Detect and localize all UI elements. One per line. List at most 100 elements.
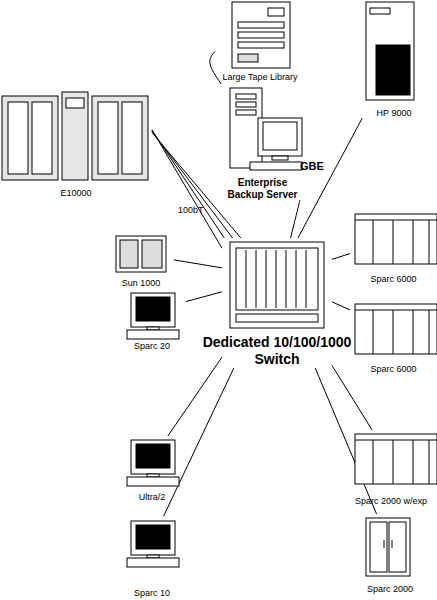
- network-link: [152, 133, 241, 238]
- display-panel: [370, 8, 390, 14]
- rack-divider: [413, 220, 414, 264]
- server-node: HP 9000: [358, 0, 430, 118]
- network-link: [332, 365, 372, 430]
- card-slot: [286, 250, 287, 308]
- drive-bay: [236, 94, 256, 99]
- door-handle: [392, 540, 393, 548]
- monitor-screen: [263, 122, 297, 150]
- monitor-body: [258, 118, 302, 156]
- server-node: Sun 1000: [108, 232, 174, 288]
- pizza-box: [127, 558, 179, 567]
- server-body: [116, 236, 166, 272]
- device-label: Sparc 6000: [370, 274, 416, 284]
- server-node: Sparc 2000 w/exp: [345, 430, 437, 506]
- drive-bay: [236, 110, 256, 115]
- rack-divider: [373, 220, 374, 264]
- rack-trim: [355, 440, 437, 441]
- backup-server-icon: [230, 88, 302, 170]
- keyboard: [250, 162, 302, 170]
- rack-divider: [373, 440, 374, 484]
- link-speed-label: GBE: [300, 160, 324, 172]
- workstation-icon: [127, 440, 179, 486]
- drive-door: [238, 54, 258, 62]
- monitor-body: [131, 440, 175, 474]
- monitor-body: [131, 293, 175, 327]
- server-panel: [120, 240, 138, 268]
- switch-chassis: [230, 242, 324, 328]
- rack-server-icon: [355, 304, 437, 354]
- cabinet-panel: [98, 102, 118, 174]
- rack-divider: [393, 440, 394, 484]
- rack-server-icon: [355, 214, 437, 264]
- cabinet-panel: [122, 102, 142, 174]
- rack-body: [355, 304, 437, 354]
- rack-divider: [393, 220, 394, 264]
- monitor-stand: [272, 156, 288, 160]
- door-handle: [384, 540, 385, 548]
- rack-divider: [413, 310, 414, 354]
- rack-trim: [355, 220, 437, 221]
- network-link: [210, 52, 221, 85]
- workstation-node: Sparc 10: [118, 516, 186, 598]
- switch-card-cage: [236, 248, 318, 310]
- rack-divider: [393, 310, 394, 354]
- device-label: Enterprise Backup Server: [223, 177, 303, 200]
- hp9000-icon: [366, 2, 414, 100]
- card-slot: [306, 250, 307, 308]
- card-slot: [256, 250, 257, 308]
- workstation-icon: [127, 521, 179, 567]
- tape-library-node: Large Tape Library: [215, 0, 305, 82]
- network-link: [298, 118, 362, 238]
- cabinet-door: [389, 522, 406, 572]
- cabinet-panel: [8, 102, 28, 174]
- network-link: [291, 200, 300, 238]
- monitor-screen: [136, 297, 170, 321]
- server-node: E10000: [0, 90, 152, 198]
- switch-icon: [230, 242, 324, 328]
- card-slot: [296, 250, 297, 308]
- device-label: Sparc 2000: [367, 584, 413, 594]
- cabinet-body: [366, 518, 410, 576]
- network-link: [186, 292, 222, 302]
- tape-library-icon: [232, 2, 290, 68]
- cabinet-body: [62, 92, 88, 180]
- rack-divider: [429, 440, 430, 484]
- network-link: [332, 302, 350, 310]
- workstation-node: Sparc 20: [118, 289, 186, 351]
- device-label: Dedicated 10/100/1000 Switch: [192, 334, 362, 368]
- cabinet-body: [366, 2, 414, 100]
- tower-case: [230, 88, 262, 168]
- cabinet-body: [2, 96, 58, 180]
- tape-slot: [238, 32, 284, 38]
- pizza-box: [127, 330, 179, 339]
- rack-server-icon: [355, 434, 437, 484]
- card-slot: [276, 250, 277, 308]
- display-panel: [268, 8, 284, 16]
- tape-slot: [238, 42, 284, 48]
- rack-divider: [373, 310, 374, 354]
- device-label: Sparc 2000 w/exp: [355, 496, 427, 506]
- cabinet-panel: [32, 102, 52, 174]
- link-speed-label: 100bT: [178, 205, 204, 215]
- rack-body: [355, 214, 437, 264]
- server-node: Sparc 2000: [350, 514, 430, 594]
- network-link: [152, 130, 222, 248]
- device-label: Sun 1000: [122, 278, 161, 288]
- device-label: Sparc 10: [134, 588, 170, 598]
- sparc2000-icon: [366, 518, 410, 576]
- server-node: Sparc 6000: [350, 300, 437, 374]
- server-panel: [142, 240, 162, 268]
- front-panel: [376, 45, 410, 95]
- e10000-icon: [2, 92, 148, 180]
- workstation-node: Ultra/2: [118, 436, 186, 502]
- monitor-body: [131, 521, 175, 555]
- network-link: [168, 357, 222, 436]
- cabinet-body: [92, 96, 148, 180]
- monitor-screen: [136, 525, 170, 549]
- rack-divider: [429, 310, 430, 354]
- device-label: HP 9000: [377, 108, 412, 118]
- rack-divider: [429, 220, 430, 264]
